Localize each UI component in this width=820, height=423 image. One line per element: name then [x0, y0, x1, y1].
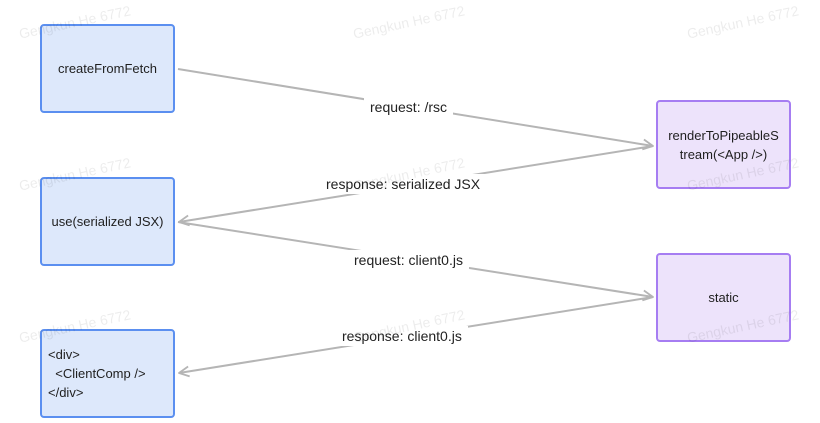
- node-label: static: [708, 290, 739, 305]
- node-label: <div> <ClientComp /> </div>: [48, 347, 146, 400]
- node-label: createFromFetch: [58, 61, 157, 76]
- node-create-from-fetch[interactable]: createFromFetch: [40, 24, 175, 113]
- edge-label-response-serialized-jsx: response: serialized JSX: [320, 174, 487, 194]
- edge-label-request-client0: request: client0.js: [348, 250, 469, 270]
- node-client-comp-code[interactable]: <div> <ClientComp /> </div>: [40, 329, 175, 418]
- node-label: renderToPipeableS tream(<App />): [668, 127, 779, 162]
- edge-label-response-client0: response: client0.js: [336, 326, 468, 346]
- node-label: use(serialized JSX): [51, 214, 164, 229]
- node-use-serialized-jsx[interactable]: use(serialized JSX): [40, 177, 175, 266]
- node-render-to-pipeable-stream[interactable]: renderToPipeableS tream(<App />): [656, 100, 791, 189]
- edge-label-request-rsc: request: /rsc: [364, 97, 454, 117]
- node-static[interactable]: static: [656, 253, 791, 342]
